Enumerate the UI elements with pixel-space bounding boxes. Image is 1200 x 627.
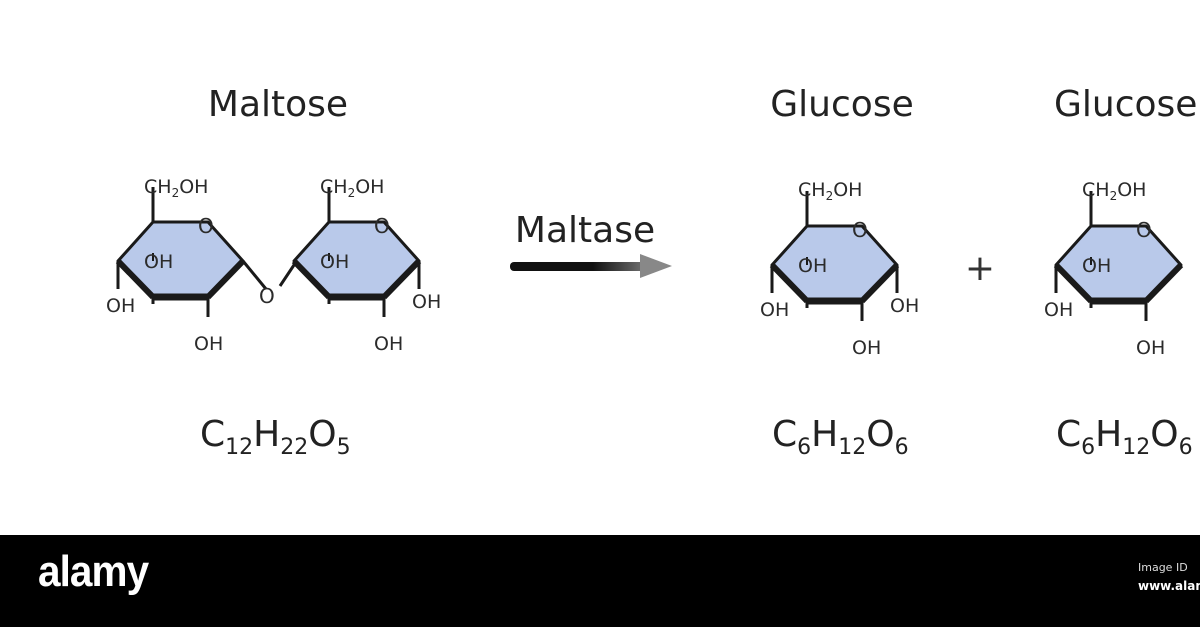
- ch2oh-label: CH2OH: [320, 176, 384, 200]
- reactant-title: Maltose: [208, 84, 348, 125]
- ring-oxygen-label: O: [374, 214, 390, 238]
- ring-oxygen-label: O: [1136, 218, 1152, 242]
- reactant-formula: C12H22O5: [200, 414, 351, 460]
- ring-oxygen-label: O: [198, 214, 214, 238]
- oh-label: OH: [412, 291, 441, 313]
- product-formula-1: C6H12O6: [772, 414, 909, 460]
- oh-label: OH: [1044, 299, 1073, 321]
- site-url: www.alamy.com: [1138, 579, 1200, 593]
- oh-label: OH: [194, 333, 223, 355]
- maltose-ring-left: [118, 187, 268, 317]
- enzyme-label: Maltase: [515, 210, 655, 251]
- watermark-footer: alamy Image ID www.alamy.com: [0, 535, 1200, 627]
- reaction-diagram: Maltose CH2OH O OH OH OH O CH2OH O OH OH…: [106, 84, 1197, 460]
- maltose-ring-right: [294, 187, 419, 317]
- oh-label: OH: [852, 337, 881, 359]
- oh-label: OH: [320, 251, 349, 273]
- oh-label: OH: [144, 251, 173, 273]
- product-title-2: Glucose: [1054, 84, 1197, 125]
- alamy-logo: alamy: [38, 547, 149, 596]
- ch2oh-label: CH2OH: [1082, 179, 1146, 203]
- reaction-arrow: [510, 254, 672, 278]
- oh-label: OH: [374, 333, 403, 355]
- oh-label: OH: [798, 255, 827, 277]
- ch2oh-label: CH2OH: [798, 179, 862, 203]
- oh-label: OH: [106, 295, 135, 317]
- product-title-1: Glucose: [770, 84, 913, 125]
- ch2oh-label: CH2OH: [144, 176, 208, 200]
- footer-info: Image ID www.alamy.com: [1138, 559, 1200, 595]
- glycosidic-oxygen-label: O: [259, 284, 275, 308]
- oh-label: OH: [1136, 337, 1165, 359]
- ring-oxygen-label: O: [852, 218, 868, 242]
- glucose-ring-1: [772, 191, 897, 321]
- plus-sign: +: [965, 248, 995, 289]
- image-id-text: Image ID: [1138, 561, 1188, 574]
- product-formula-2: C6H12O6: [1056, 414, 1193, 460]
- oh-label: OH: [1082, 255, 1111, 277]
- oh-label: OH: [890, 295, 919, 317]
- oh-label: OH: [760, 299, 789, 321]
- glucose-ring-2: [1056, 191, 1181, 321]
